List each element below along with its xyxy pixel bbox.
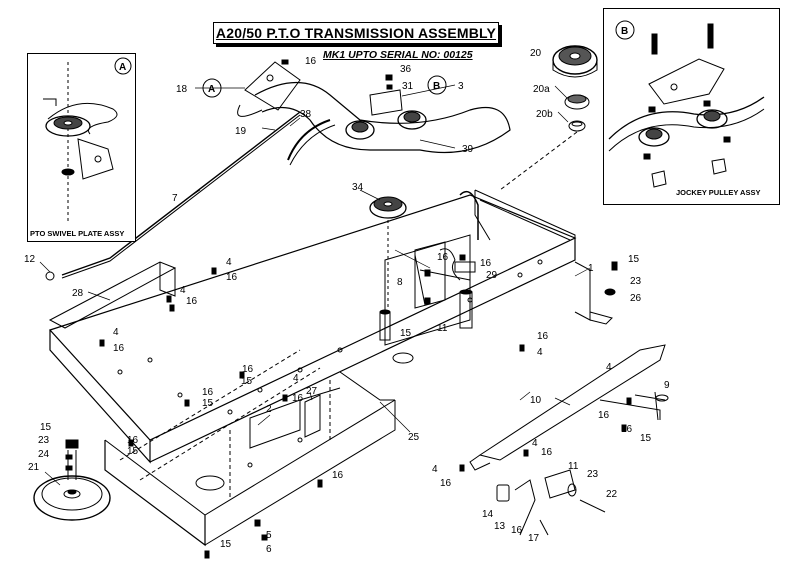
part-label: 16 [437, 252, 449, 263]
inset-panel-a: A PTO SWIVEL PLATE ASSY [27, 53, 136, 242]
part-label: 19 [235, 126, 247, 137]
part-label: 15 [202, 398, 214, 409]
part-label: 15 [220, 539, 232, 550]
part-label: 18 [176, 84, 188, 95]
part-label: 22 [606, 489, 618, 500]
part-label: 16 [621, 424, 633, 435]
part-label: 28 [72, 288, 84, 299]
part-label: 10 [530, 395, 542, 406]
part-label: 29 [486, 270, 498, 281]
part-label: 1 [588, 263, 594, 274]
part-label: 15 [400, 328, 412, 339]
part-label: 16 [480, 258, 492, 269]
part-label: 27 [306, 386, 318, 397]
part-label: 36 [400, 64, 412, 75]
part-label: 12 [24, 254, 36, 265]
part-label: 11 [437, 323, 448, 334]
part-label: 4 [226, 257, 232, 268]
part-label: 6 [266, 544, 272, 555]
part-label: 7 [172, 193, 178, 204]
top-pulley-20 [499, 45, 598, 191]
part-label: 24 [38, 449, 50, 460]
inset-a-caption: PTO SWIVEL PLATE ASSY [30, 229, 125, 238]
page-subtitle: MK1 UPTO SERIAL NO: 00125 [323, 49, 473, 61]
part-label: 16 [332, 470, 344, 481]
part-label: 16 [113, 343, 125, 354]
part-label: 23 [587, 469, 599, 480]
inset-b-letter: B [621, 26, 628, 37]
part-label: 23 [38, 435, 50, 446]
part-label: 16 [305, 56, 317, 67]
part-label: 4 [432, 464, 438, 475]
part-label: 4 [180, 285, 186, 296]
part-label: 11 [568, 461, 579, 472]
part-label: 15 [40, 422, 52, 433]
page-title: A20/50 P.T.O TRANSMISSION ASSEMBLY [215, 25, 497, 41]
part-label: 4 [606, 362, 612, 373]
part-label: 17 [528, 533, 540, 544]
part-label: 16 [440, 478, 452, 489]
part-label: 16 [202, 387, 214, 398]
part-label: 16 [598, 410, 610, 421]
main-pulley-21 [33, 439, 111, 521]
part-label: 15 [640, 433, 652, 444]
part-label: 2 [266, 404, 272, 415]
inset-a-drawing: A [43, 57, 132, 224]
callout-b-main [427, 75, 447, 95]
part-label: 8 [397, 277, 403, 288]
callout-letter-a: A [208, 84, 215, 95]
part-label: 3 [458, 81, 464, 92]
part-label: 4 [532, 438, 538, 449]
inset-panel-b: B JOCKEY PULLEY ASSY [603, 8, 780, 205]
part-label: 16 [541, 447, 553, 458]
part-label: 14 [482, 509, 494, 520]
part-label: 20 [530, 48, 542, 59]
part-label: 4 [293, 373, 299, 384]
part-label: 38 [300, 109, 312, 120]
linkage-right [469, 344, 669, 536]
deck-chassis [48, 189, 613, 547]
part-label: 16 [511, 525, 523, 536]
part-label: 16 [226, 272, 238, 283]
inset-b-drawing: B [608, 20, 765, 188]
part-label: 16 [127, 435, 139, 446]
part-label: 25 [408, 432, 420, 443]
part-label: 4 [537, 347, 543, 358]
part-label: 23 [630, 276, 642, 287]
inset-a-letter: A [119, 62, 126, 73]
part-label: 34 [352, 182, 364, 193]
part-label: 15 [628, 254, 640, 265]
part-label: 15 [241, 376, 253, 387]
belt-mechanism [45, 61, 511, 306]
part-label: 21 [28, 462, 40, 473]
part-label: 16 [242, 364, 254, 375]
part-label: 16 [186, 296, 198, 307]
callout-letter-b: B [433, 81, 440, 92]
part-label: 16 [292, 393, 304, 404]
title-box: A20/50 P.T.O TRANSMISSION ASSEMBLY [213, 22, 499, 44]
part-label: 13 [494, 521, 506, 532]
part-label: 16 [537, 331, 549, 342]
part-label: 15 [127, 446, 139, 457]
part-label: 26 [630, 293, 642, 304]
callout-a-main [202, 78, 222, 98]
part-label: 20b [536, 109, 553, 120]
part-label: 31 [402, 81, 414, 92]
part-label: 5 [266, 530, 272, 541]
inset-b-caption: JOCKEY PULLEY ASSY [676, 188, 761, 197]
center-pulley-34 [369, 196, 407, 310]
part-label: 20a [533, 84, 550, 95]
part-label: 9 [664, 380, 670, 391]
center-shaft [379, 289, 473, 341]
part-label: 39 [462, 144, 474, 155]
part-label: 4 [113, 327, 119, 338]
